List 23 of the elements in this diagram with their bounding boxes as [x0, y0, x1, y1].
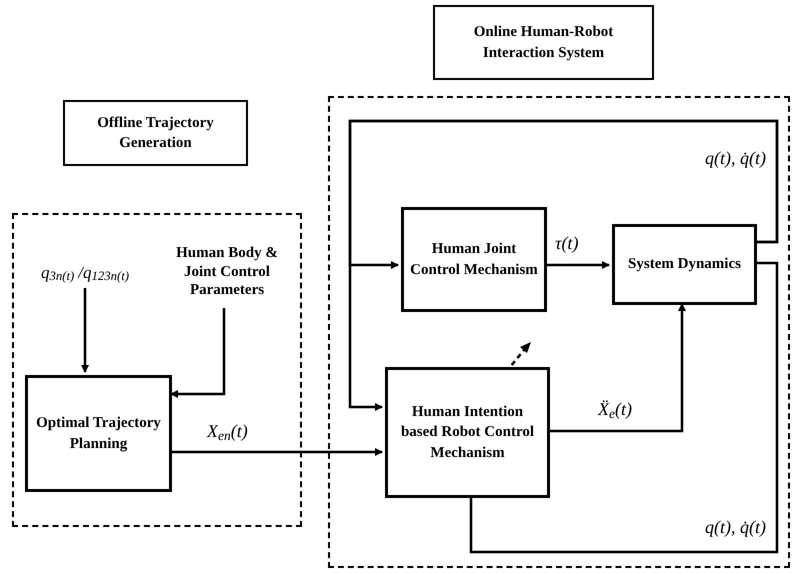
input-label: Human Body & Joint Control Parameters: [160, 235, 294, 309]
box-label: Human Joint Control Mechanism: [409, 240, 539, 280]
box-label: Online Human-Robot Interaction System: [472, 23, 614, 62]
dashed-region: [12, 213, 302, 527]
connector-arrow: [546, 261, 610, 269]
edge-label: Ẍ$_{e}$(t): [596, 398, 634, 420]
process-box: [612, 224, 757, 305]
connector-arrow: [81, 288, 89, 373]
connector-arrow: [348, 120, 778, 411]
process-box: [25, 375, 172, 492]
connector-arrow: [171, 448, 383, 456]
connector-arrow: [170, 308, 226, 398]
title-box: [63, 100, 248, 166]
box-label: Optimal Trajectory Planning: [35, 414, 162, 454]
input-label: q$_{3n(t)}$ /q$_{123n(t)}$: [22, 257, 152, 289]
connector-arrow: [549, 303, 686, 432]
process-box: [401, 207, 547, 312]
dashed-region: [328, 96, 790, 568]
box-label: System Dynamics: [628, 255, 741, 274]
box-label: Human Intention based Robot Control Mechanism: [400, 403, 536, 463]
box-label: Offline Trajectory Generation: [96, 114, 215, 153]
title-box: [433, 5, 654, 80]
process-box: [385, 367, 550, 498]
